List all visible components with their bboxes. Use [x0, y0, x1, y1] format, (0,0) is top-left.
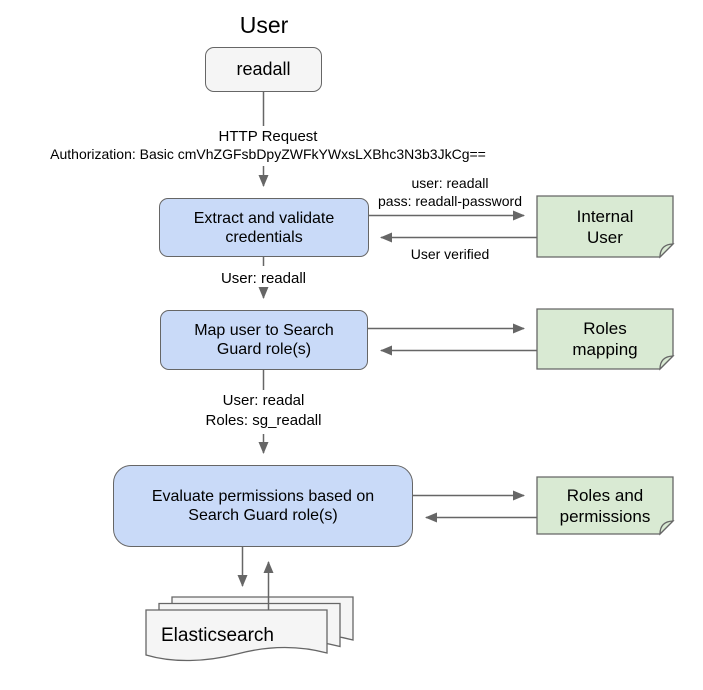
- edge-label-user-readall: User: readall: [220, 270, 307, 287]
- authorization-header-label: Authorization: Basic cmVhZGFsbDpyZWFkYWx…: [50, 146, 486, 162]
- http-request-annotation: HTTP Request Authorization: Basic cmVhZG…: [3, 127, 533, 163]
- elasticsearch-node-label: Elasticsearch: [161, 625, 274, 646]
- actor-readall-node: readall: [205, 47, 322, 92]
- edge-label-credentials: user: readall pass: readall-password: [378, 175, 522, 209]
- note-roles-permissions-label: Roles and permissions: [559, 485, 651, 526]
- edge-label-user-roles: User: readal Roles: sg_readall: [205, 392, 322, 429]
- note-roles-permissions-shape: [536, 476, 675, 536]
- process-map-user-to-roles: Map user to Search Guard role(s): [160, 310, 368, 370]
- note-internal-user-label: Internal User: [576, 206, 634, 247]
- note-roles-mapping-shape: [536, 308, 675, 371]
- user-title: User: [239, 12, 289, 38]
- note-internal-user-shape: [536, 195, 675, 259]
- note-fold-icon: [659, 243, 675, 259]
- note-fold-icon: [659, 520, 675, 536]
- process-extract-credentials: Extract and validate credentials: [159, 198, 369, 257]
- note-roles-mapping-label: Roles mapping: [572, 319, 638, 359]
- edge-label-user-verified: User verified: [410, 246, 490, 262]
- elasticsearch-doc-stack: [145, 596, 354, 662]
- process-evaluate-permissions: Evaluate permissions based on Search Gua…: [113, 465, 413, 547]
- document-shape-front: [145, 609, 328, 662]
- http-request-label: HTTP Request: [218, 128, 318, 145]
- note-fold-icon: [659, 355, 675, 371]
